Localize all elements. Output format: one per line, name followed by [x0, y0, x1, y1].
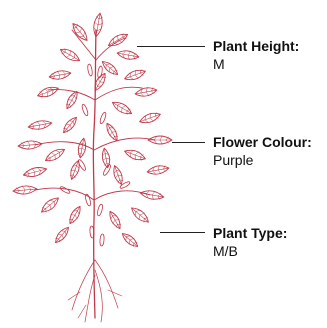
plant-height-value: M [213, 55, 299, 73]
plant-type-label: Plant Type: [213, 224, 287, 242]
plant-height-label: Plant Height: [213, 37, 299, 55]
plant-type-value: M/B [213, 242, 287, 260]
flower-colour-leader-line [172, 142, 205, 143]
flower-colour-attribute: Flower Colour: Purple [213, 133, 312, 169]
plant-type-attribute: Plant Type: M/B [213, 224, 287, 260]
plant-type-leader-line [160, 232, 205, 233]
plant-height-leader-line [137, 46, 205, 47]
flower-colour-value: Purple [213, 151, 312, 169]
flower-colour-label: Flower Colour: [213, 133, 312, 151]
peanut-plant-illustration [0, 0, 200, 328]
plant-height-attribute: Plant Height: M [213, 37, 299, 73]
